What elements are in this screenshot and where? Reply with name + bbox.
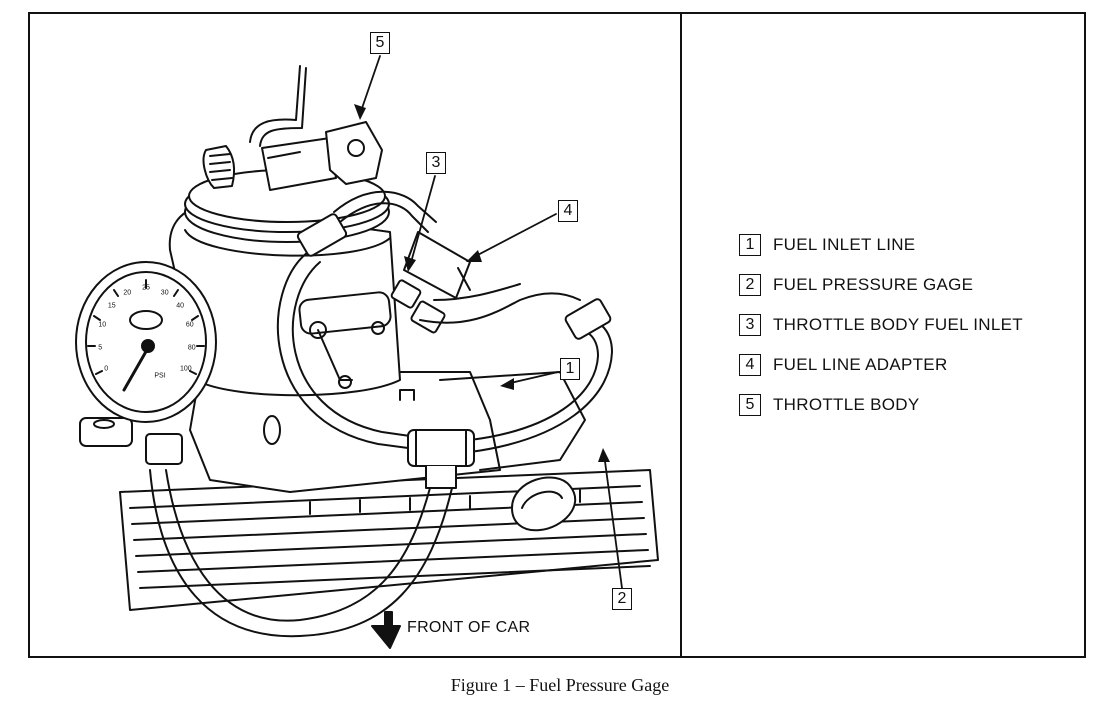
legend-label: THROTTLE BODY xyxy=(773,395,920,414)
legend-item: 3 THROTTLE BODY FUEL INLET xyxy=(739,314,1023,336)
legend: 1 FUEL INLET LINE 2 FUEL PRESSURE GAGE 3… xyxy=(739,234,1023,434)
gauge-tick-label: 100 xyxy=(179,365,192,373)
legend-label: FUEL PRESSURE GAGE xyxy=(773,275,974,294)
legend-label: THROTTLE BODY FUEL INLET xyxy=(773,315,1023,334)
valve-cover xyxy=(119,469,659,611)
gauge-tick-label: 30 xyxy=(160,289,169,297)
figure-caption: Figure 1 – Fuel Pressure Gage xyxy=(450,675,670,695)
gauge-tick-label: 60 xyxy=(185,321,194,329)
gauge-tick-label: 5 xyxy=(98,344,103,352)
injector-assembly xyxy=(202,65,383,191)
fuel-pressure-gauge-dial xyxy=(75,261,217,423)
legend-number: 5 xyxy=(739,394,761,416)
gauge-tick-label: 20 xyxy=(123,289,132,297)
legend-label: FUEL INLET LINE xyxy=(773,235,916,254)
gauge-tick-label: 15 xyxy=(107,302,116,310)
front-of-car-label: FRONT OF CAR xyxy=(407,619,531,636)
callout-leaders xyxy=(359,55,623,589)
callout-2: 2 xyxy=(612,588,632,610)
legend-number: 4 xyxy=(739,354,761,376)
legend-divider xyxy=(680,12,682,658)
oil-filler-cap xyxy=(511,476,577,532)
legend-number: 2 xyxy=(739,274,761,296)
gauge-tick-label: 80 xyxy=(187,344,196,352)
gauge-tick-label: 0 xyxy=(104,365,109,373)
gauge-unit-label: PSI xyxy=(154,372,166,380)
callout-4: 4 xyxy=(558,200,578,222)
gauge-tick-label: 10 xyxy=(98,321,107,329)
front-of-car-arrow xyxy=(371,611,401,649)
legend-item: 5 THROTTLE BODY xyxy=(739,394,1023,416)
callout-3: 3 xyxy=(426,152,446,174)
legend-number: 1 xyxy=(739,234,761,256)
callout-5: 5 xyxy=(370,32,390,54)
figure-frame xyxy=(28,12,1086,658)
gauge-tick-label: 40 xyxy=(176,302,185,310)
callout-1: 1 xyxy=(560,358,580,380)
fuel-inlet-line xyxy=(276,190,613,453)
legend-item: 2 FUEL PRESSURE GAGE xyxy=(739,274,1023,296)
gauge-tick-label: 25 xyxy=(142,284,150,292)
throttle-body xyxy=(168,169,401,397)
legend-number: 3 xyxy=(739,314,761,336)
legend-item: 4 FUEL LINE ADAPTER xyxy=(739,354,1023,376)
tee-fitting-and-hose xyxy=(145,429,475,638)
legend-item: 1 FUEL INLET LINE xyxy=(739,234,1023,256)
legend-label: FUEL LINE ADAPTER xyxy=(773,355,948,374)
